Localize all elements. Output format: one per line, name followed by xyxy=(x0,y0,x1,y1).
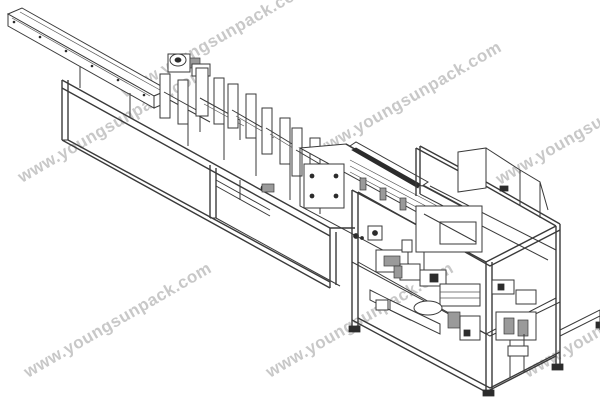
box-magazine-tray xyxy=(6,7,170,118)
folding-mechanism xyxy=(369,249,537,378)
main-frame xyxy=(348,145,600,397)
watermark-2: www.youngsunpack.com xyxy=(310,37,505,161)
watermark-5: www.youngsunpack.com xyxy=(492,65,600,189)
right-side-bracket xyxy=(559,309,600,337)
watermark-3: www.youngsunpack.com xyxy=(20,258,215,382)
base-frame xyxy=(61,61,355,289)
top-back-panel xyxy=(457,147,549,218)
sensor-brackets xyxy=(260,183,413,311)
